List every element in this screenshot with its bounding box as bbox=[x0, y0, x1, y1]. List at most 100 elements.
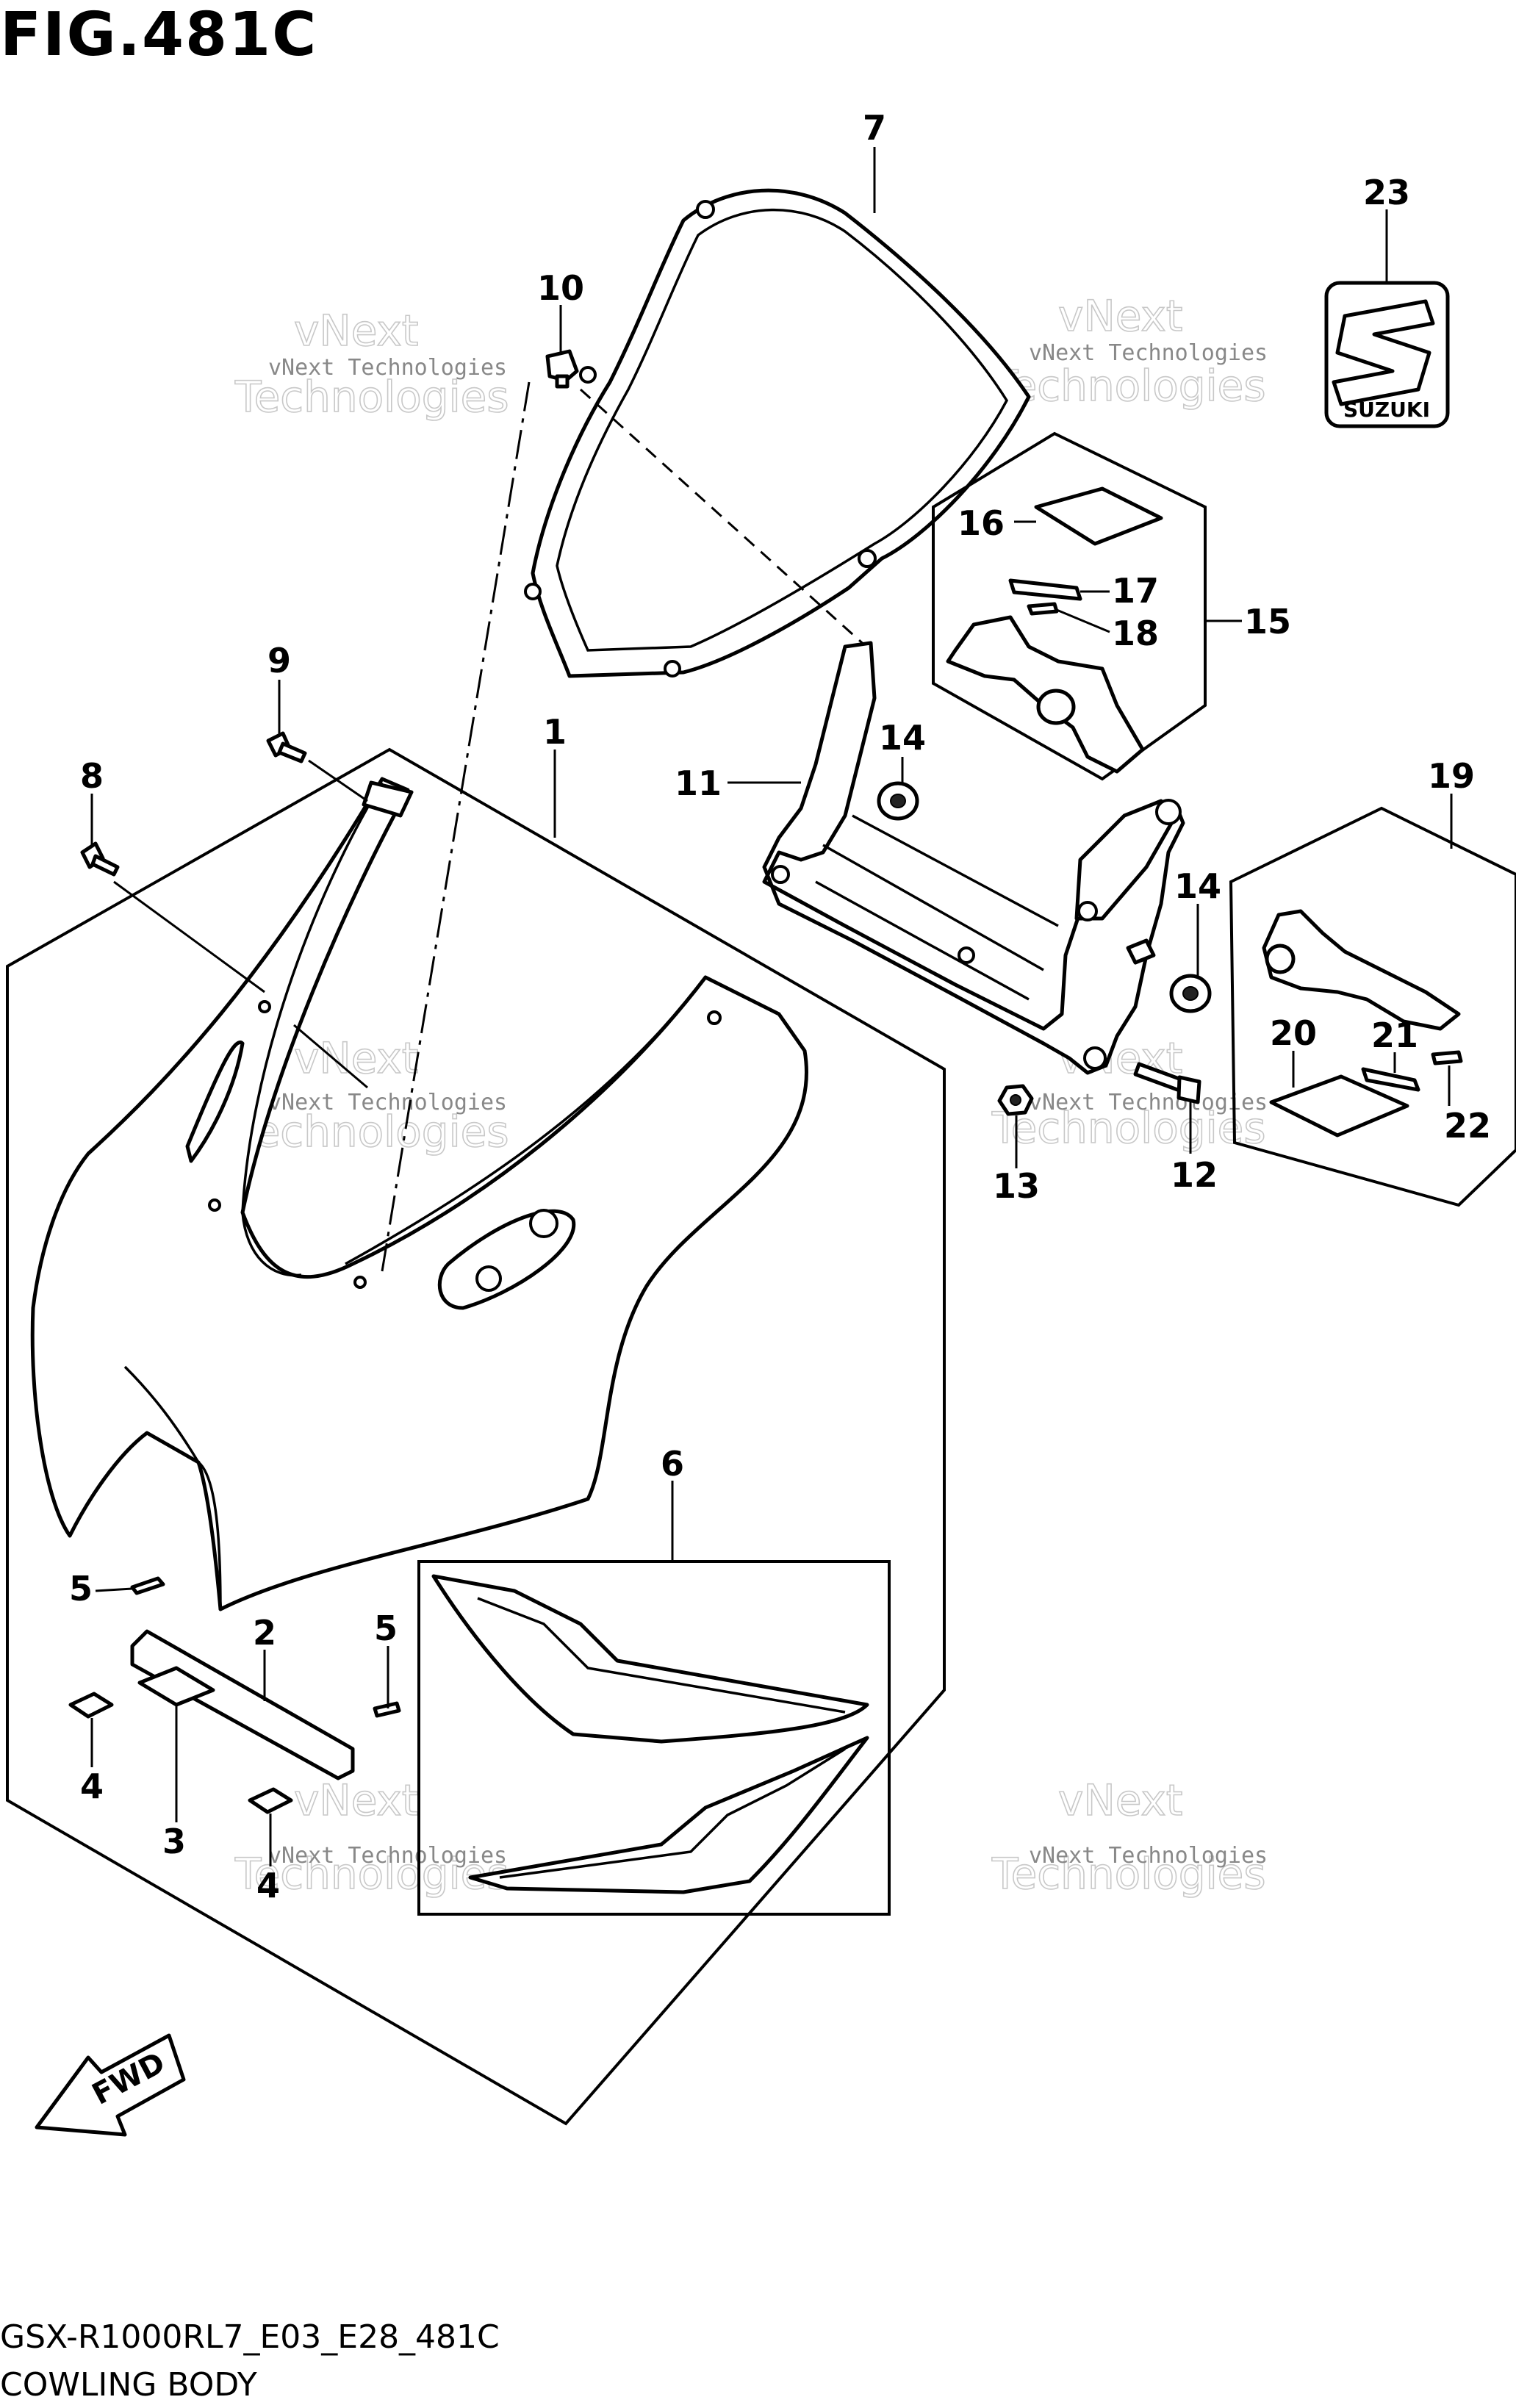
watermark-small: vNext Technologies bbox=[268, 1843, 507, 1869]
windscreen-hole bbox=[524, 583, 542, 600]
assembly-line bbox=[113, 880, 265, 993]
cowling-lower-edge bbox=[197, 1461, 222, 1610]
callout-17: 17 bbox=[1112, 571, 1159, 611]
callout-3: 3 bbox=[162, 1822, 186, 1861]
watermark-5: vNext Technologies vNext Technologies bbox=[234, 1775, 509, 1900]
watermark-big-line2: Technologies bbox=[234, 1107, 509, 1157]
watermark-big-line1: vNext bbox=[1058, 291, 1182, 341]
mount-hole bbox=[475, 1265, 502, 1292]
watermark-big-line2: Technologies bbox=[234, 1849, 509, 1899]
emblem-s-mark bbox=[1332, 299, 1435, 406]
cowling-top-tab bbox=[362, 780, 414, 818]
small-parts bbox=[68, 1576, 401, 1814]
decal-box bbox=[417, 1560, 891, 1916]
model-code: GSX-R1000RL7_E03_E28_481C bbox=[0, 2318, 500, 2356]
cowling-shell bbox=[30, 777, 808, 1611]
bolt-hole bbox=[707, 1010, 722, 1025]
decal-upper bbox=[431, 1574, 869, 1744]
grommet-part-14a bbox=[877, 781, 919, 821]
bolt-hole bbox=[353, 1276, 367, 1289]
watermark-group: vNext Technologies vNext Technologies vN… bbox=[234, 290, 1268, 1900]
part-3-pad bbox=[137, 1666, 215, 1707]
part-2-strip bbox=[130, 1629, 355, 1780]
bolt-shank bbox=[277, 741, 307, 763]
part-16-pad bbox=[1034, 486, 1163, 546]
forward-arrow: FWD bbox=[35, 2033, 186, 2137]
callout-15: 15 bbox=[1244, 602, 1291, 641]
figure-title: FIG.481C bbox=[0, 0, 318, 70]
bracket-hole bbox=[771, 865, 790, 884]
part-21-strip bbox=[1361, 1067, 1420, 1092]
bolt-shank bbox=[90, 854, 120, 877]
screw-head bbox=[545, 349, 579, 383]
watermark-4: vNext Technologies vNext Technologies bbox=[991, 1032, 1268, 1154]
decal-upper-stripe bbox=[477, 1597, 846, 1714]
callout-20: 20 bbox=[1270, 1013, 1317, 1053]
callout-10: 10 bbox=[537, 268, 584, 308]
upper-cowling bbox=[30, 777, 808, 1611]
assembly-box-mirror-kit bbox=[932, 431, 1207, 781]
bracket-part-11 bbox=[762, 641, 1185, 1075]
callout-23: 23 bbox=[1363, 173, 1410, 212]
assembly-line bbox=[308, 759, 368, 802]
assembly-box-mirror-kit-2 bbox=[1229, 806, 1516, 1207]
mirror-body-2 bbox=[1262, 909, 1461, 1031]
emblem-part-23: SUZUKI bbox=[1324, 281, 1450, 428]
callout-19: 19 bbox=[1428, 756, 1475, 796]
watermark-big-line2: Technologies bbox=[991, 1103, 1266, 1153]
watermark-1: vNext Technologies vNext Technologies bbox=[234, 305, 509, 423]
decal-lower-stripe bbox=[499, 1747, 846, 1879]
callout-2: 2 bbox=[253, 1613, 276, 1653]
callout-5a: 5 bbox=[69, 1569, 93, 1609]
watermark-big-line2: Technologies bbox=[234, 372, 509, 422]
mirror-pivot-2 bbox=[1265, 944, 1296, 974]
bolt-part-8 bbox=[80, 841, 120, 877]
cowling-inner-line bbox=[123, 1365, 200, 1463]
callout-13: 13 bbox=[993, 1166, 1040, 1206]
windscreen-edge-line bbox=[241, 782, 384, 1277]
watermark-big-line1: vNext bbox=[1058, 1775, 1182, 1825]
bracket-tab bbox=[1126, 938, 1156, 965]
grommet-part-14b bbox=[1169, 974, 1212, 1013]
watermark-2: vNext Technologies vNext Technologies bbox=[991, 290, 1268, 411]
watermark-3: vNext Technologies vNext Technologies bbox=[234, 1032, 509, 1157]
screw-part-10 bbox=[545, 349, 579, 389]
watermark-big-line1: vNext bbox=[294, 1775, 418, 1825]
callout-16: 16 bbox=[958, 503, 1005, 543]
windscreen-hole bbox=[579, 366, 597, 384]
callout-9: 9 bbox=[267, 641, 291, 680]
watermark-small: vNext Technologies bbox=[1029, 1843, 1268, 1869]
callout-14a: 14 bbox=[879, 718, 926, 758]
callout-4b: 4 bbox=[256, 1866, 280, 1905]
callout-12: 12 bbox=[1171, 1155, 1218, 1195]
part-4a-pad bbox=[68, 1692, 114, 1719]
callout-1: 1 bbox=[543, 712, 567, 752]
watermark-small: vNext Technologies bbox=[1029, 1090, 1268, 1115]
watermark-big-line2: Technologies bbox=[991, 1849, 1266, 1899]
decal-parts bbox=[431, 1574, 869, 1894]
bracket-hole bbox=[1077, 901, 1098, 921]
bracket-hole bbox=[958, 946, 975, 964]
callout-6: 6 bbox=[661, 1444, 684, 1484]
callout-8: 8 bbox=[80, 756, 104, 796]
watermark-big-line1: vNext bbox=[294, 306, 418, 356]
nut-hole bbox=[1010, 1094, 1021, 1106]
emblem-brand-label: SUZUKI bbox=[1343, 398, 1430, 422]
windscreen-hole bbox=[696, 200, 715, 219]
windscreen bbox=[524, 188, 1031, 678]
mirror-assembly bbox=[946, 486, 1163, 774]
bolt-hole bbox=[258, 1000, 271, 1013]
watermark-small: vNext Technologies bbox=[1029, 340, 1268, 366]
assembly-line bbox=[381, 381, 531, 1272]
part-5b-strip bbox=[373, 1701, 401, 1718]
part-4b-pad bbox=[248, 1787, 293, 1814]
mirror-pivot bbox=[1036, 689, 1076, 725]
callout-4a: 4 bbox=[80, 1767, 104, 1806]
fwd-arrow-shape bbox=[35, 2033, 186, 2137]
windscreen-hole bbox=[664, 660, 681, 678]
decal-lower bbox=[468, 1736, 869, 1894]
watermark-small: vNext Technologies bbox=[268, 355, 507, 381]
bolt-part-12 bbox=[1133, 1062, 1201, 1104]
part-20-pad bbox=[1269, 1074, 1409, 1137]
